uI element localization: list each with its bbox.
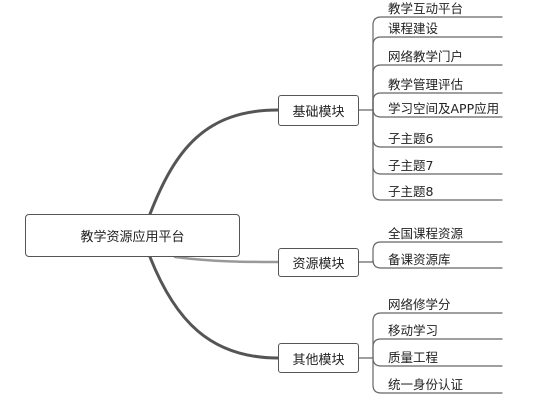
leaf-topic[interactable]: 子主题8 bbox=[388, 184, 434, 199]
leaf-topic[interactable]: 统一身份认证 bbox=[388, 377, 464, 392]
branch-node-other[interactable]: 其他模块 bbox=[278, 343, 359, 373]
root-to-branch-resource-line bbox=[173, 255, 280, 264]
leaf-topic[interactable]: 备课资源库 bbox=[388, 252, 451, 267]
leaf-connector-line bbox=[372, 259, 503, 269]
leaf-connector-line bbox=[372, 16, 503, 111]
branch-node-label: 资源模块 bbox=[292, 257, 345, 272]
leaf-topic[interactable]: 子主题6 bbox=[388, 131, 434, 146]
leaf-connector-line bbox=[372, 36, 503, 111]
leaf-topic[interactable]: 质量工程 bbox=[388, 350, 439, 365]
branch-node-basic[interactable]: 基础模块 bbox=[278, 95, 359, 126]
leaf-connector-line bbox=[372, 338, 503, 359]
leaf-topic[interactable]: 学习空间及APP应用 bbox=[388, 101, 500, 116]
branch-node-label: 其他模块 bbox=[292, 352, 345, 368]
leaf-connector-line bbox=[372, 92, 503, 111]
leaf-topic[interactable]: 教学互动平台 bbox=[388, 1, 464, 16]
root-node-label: 教学资源应用平台 bbox=[80, 230, 185, 245]
leaf-topic[interactable]: 全国课程资源 bbox=[388, 226, 464, 241]
leaf-topic[interactable]: 网络教学门户 bbox=[388, 49, 464, 64]
leaf-connector-line bbox=[372, 357, 503, 394]
leaf-connector-line bbox=[372, 64, 503, 111]
leaf-topic[interactable]: 教学管理评估 bbox=[388, 77, 464, 92]
root-to-branch-basic-line bbox=[148, 108, 280, 216]
leaf-topic[interactable]: 移动学习 bbox=[388, 323, 439, 338]
leaf-connector-line bbox=[372, 108, 503, 118]
root-to-branch-other-line bbox=[148, 255, 280, 360]
leaf-connector-line bbox=[372, 241, 503, 263]
leaf-connector-line bbox=[372, 312, 503, 359]
leaf-topic[interactable]: 网络修学分 bbox=[388, 297, 451, 312]
branch-node-label: 基础模块 bbox=[292, 105, 345, 120]
leaf-connector-line bbox=[372, 109, 503, 201]
leaf-topic[interactable]: 子主题7 bbox=[388, 158, 434, 173]
branch-node-resource[interactable]: 资源模块 bbox=[278, 248, 359, 277]
leaf-topic[interactable]: 课程建设 bbox=[388, 21, 439, 36]
root-node[interactable]: 教学资源应用平台 bbox=[25, 214, 240, 257]
